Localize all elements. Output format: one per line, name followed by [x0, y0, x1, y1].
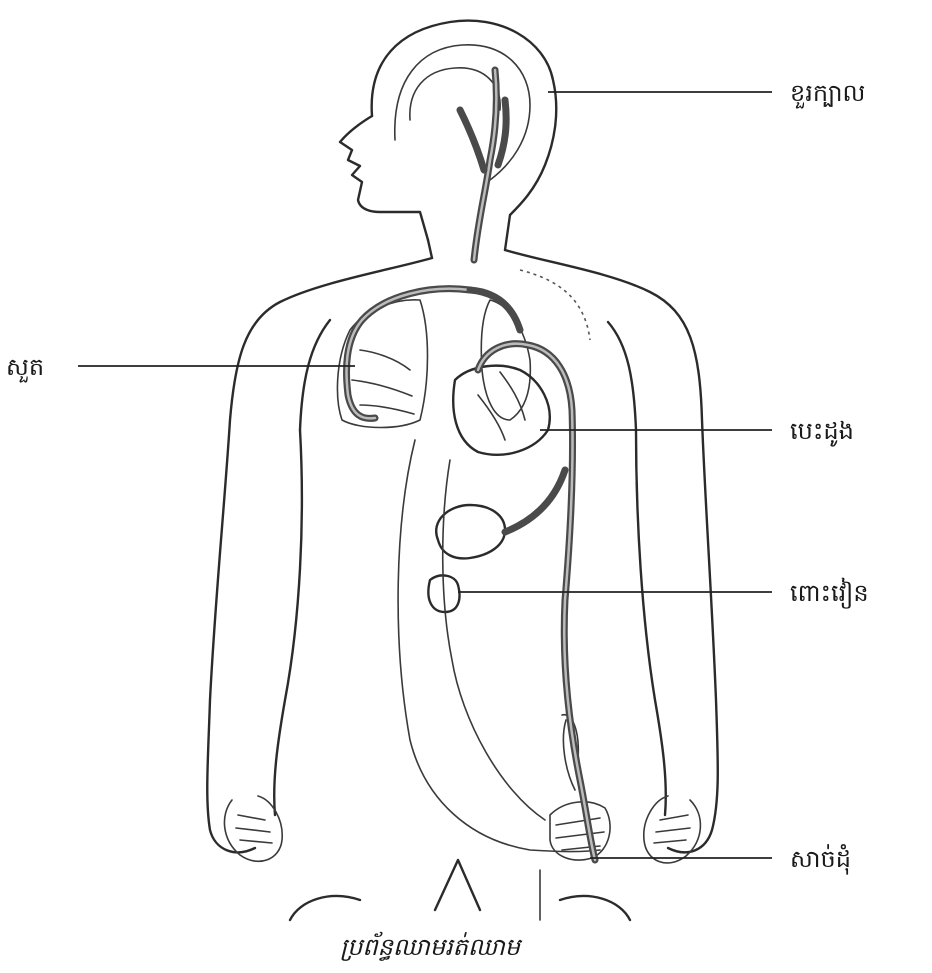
major-vessels	[346, 70, 595, 860]
labels: ខួរក្បាល សួត បេះដូង ពោះវៀន សាច់ដុំ ប្រព័…	[6, 79, 869, 961]
label-brain: ខួរក្បាល	[790, 79, 865, 109]
leader-lines	[78, 92, 772, 858]
label-intestine: សាច់ដុំ	[790, 844, 851, 875]
diagram-caption: ប្រព័ន្ធឈាមរត់ឈាម	[340, 931, 523, 961]
label-liver: ពោះវៀន	[790, 577, 869, 609]
body-outline	[207, 21, 718, 920]
label-lungs: សួត	[6, 353, 44, 383]
label-heart: បេះដូង	[790, 417, 854, 447]
